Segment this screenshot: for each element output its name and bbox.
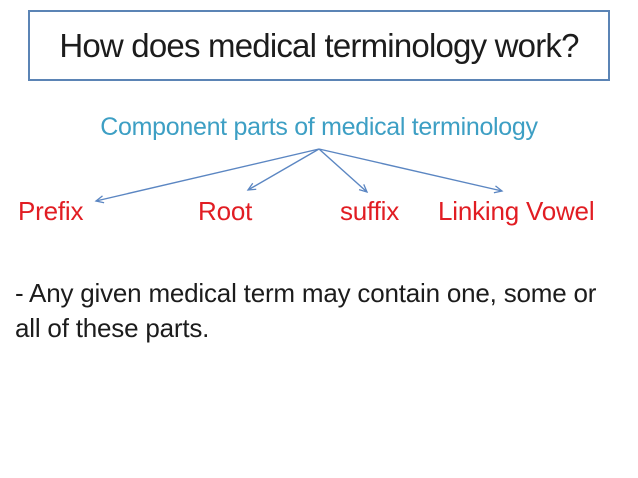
title-box: How does medical terminology work? xyxy=(28,10,610,81)
subtitle: Component parts of medical terminology xyxy=(100,113,538,141)
body-text: - Any given medical term may contain one… xyxy=(15,276,630,346)
part-label-prefix: Prefix xyxy=(18,196,84,226)
part-label-root: Root xyxy=(198,196,253,226)
part-label-suffix: suffix xyxy=(340,196,400,226)
body-line: - Any given medical term may contain one… xyxy=(15,278,597,308)
slide-title: How does medical terminology work? xyxy=(59,26,579,64)
part-label-linking-vowel: Linking Vowel xyxy=(438,196,595,226)
body-line: all of these parts. xyxy=(15,313,210,343)
